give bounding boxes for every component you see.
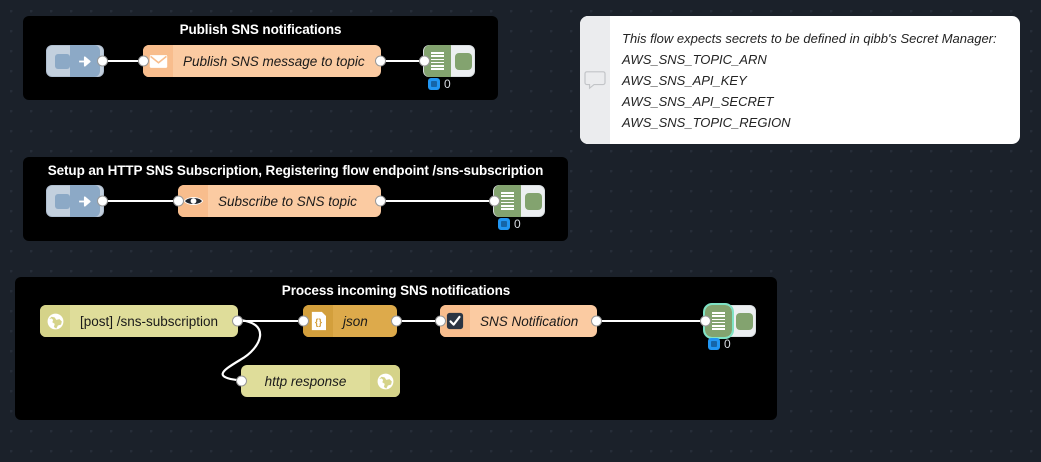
wire-subscribe-to-debug bbox=[380, 200, 494, 202]
wire-inject-to-subscribe bbox=[104, 200, 182, 202]
node-publish-sns-message[interactable]: Publish SNS message to topic bbox=[138, 45, 386, 77]
badge-count: 0 bbox=[444, 77, 451, 91]
port-output[interactable] bbox=[97, 195, 108, 207]
group-title: Publish SNS notifications bbox=[179, 22, 342, 37]
node-label: Subscribe to SNS topic bbox=[218, 193, 357, 209]
port-input[interactable] bbox=[700, 315, 711, 327]
port-output[interactable] bbox=[591, 315, 602, 327]
globe-icon bbox=[370, 365, 400, 397]
inject-button[interactable] bbox=[55, 193, 70, 209]
comment-text: This flow expects secrets to be defined … bbox=[610, 16, 1011, 144]
wire-publish-to-debug bbox=[380, 60, 424, 62]
speech-bubble-icon bbox=[580, 16, 610, 144]
badge-square-icon bbox=[708, 338, 720, 350]
node-label: [post] /sns-subscription bbox=[80, 313, 219, 329]
node-subscribe-sns-topic[interactable]: Subscribe to SNS topic bbox=[173, 185, 386, 217]
globe-icon bbox=[40, 305, 70, 337]
node-json[interactable]: {} json bbox=[298, 305, 402, 337]
debug-toggle-button[interactable] bbox=[525, 192, 542, 210]
node-label: json bbox=[343, 313, 368, 329]
port-output[interactable] bbox=[375, 55, 386, 67]
wire-sns-to-debug bbox=[597, 320, 705, 322]
badge-count: 0 bbox=[514, 217, 521, 231]
port-input[interactable] bbox=[173, 195, 184, 207]
badge-square-icon bbox=[428, 78, 440, 90]
port-input[interactable] bbox=[435, 315, 446, 327]
comment-node-secrets[interactable]: This flow expects secrets to be defined … bbox=[580, 16, 1020, 144]
group-title: Setup an HTTP SNS Subscription, Register… bbox=[47, 163, 544, 178]
badge-count: 0 bbox=[724, 337, 731, 351]
port-output[interactable] bbox=[97, 55, 108, 67]
debug-message-badge: 0 bbox=[428, 77, 451, 91]
node-sns-notification[interactable]: SNS Notification bbox=[435, 305, 602, 337]
node-debug-subscribe[interactable] bbox=[489, 185, 545, 217]
debug-toggle-button[interactable] bbox=[455, 52, 472, 70]
envelope-icon bbox=[143, 45, 173, 77]
node-label: Publish SNS message to topic bbox=[183, 53, 365, 69]
node-label: http response bbox=[264, 373, 347, 389]
port-output[interactable] bbox=[375, 195, 386, 207]
svg-text:{}: {} bbox=[314, 317, 322, 327]
port-output[interactable] bbox=[391, 315, 402, 327]
comment-line: This flow expects secrets to be defined … bbox=[622, 30, 997, 46]
debug-message-badge: 0 bbox=[708, 337, 731, 351]
node-http-response[interactable]: http response bbox=[236, 365, 400, 397]
group-title: Process incoming SNS notifications bbox=[281, 283, 511, 298]
port-input[interactable] bbox=[298, 315, 309, 327]
wire-inject-to-publish bbox=[104, 60, 148, 62]
comment-line: AWS_SNS_API_SECRET bbox=[622, 93, 774, 109]
comment-line: AWS_SNS_API_KEY bbox=[622, 72, 747, 88]
wire-json-to-sns bbox=[397, 320, 445, 322]
port-output[interactable] bbox=[232, 315, 243, 327]
comment-line: AWS_SNS_TOPIC_REGION bbox=[622, 114, 791, 130]
inject-button[interactable] bbox=[55, 53, 70, 69]
comment-line: AWS_SNS_TOPIC_ARN bbox=[622, 51, 767, 67]
debug-lines-icon bbox=[703, 303, 734, 339]
node-debug-process[interactable] bbox=[700, 303, 756, 339]
node-debug-publish[interactable] bbox=[419, 45, 475, 77]
node-inject-publish[interactable] bbox=[46, 45, 108, 77]
debug-message-badge: 0 bbox=[498, 217, 521, 231]
debug-toggle-button[interactable] bbox=[736, 312, 753, 330]
port-input[interactable] bbox=[236, 375, 247, 387]
port-input[interactable] bbox=[489, 195, 500, 207]
node-inject-subscribe[interactable] bbox=[46, 185, 108, 217]
wire-httpin-to-json bbox=[238, 320, 304, 322]
port-input[interactable] bbox=[138, 55, 149, 67]
badge-square-icon bbox=[498, 218, 510, 230]
node-http-in-sns-subscription[interactable]: [post] /sns-subscription bbox=[40, 305, 243, 337]
inject-arrow-icon bbox=[70, 45, 100, 77]
inject-arrow-icon bbox=[70, 185, 100, 217]
node-label: SNS Notification bbox=[480, 313, 579, 329]
port-input[interactable] bbox=[419, 55, 430, 67]
